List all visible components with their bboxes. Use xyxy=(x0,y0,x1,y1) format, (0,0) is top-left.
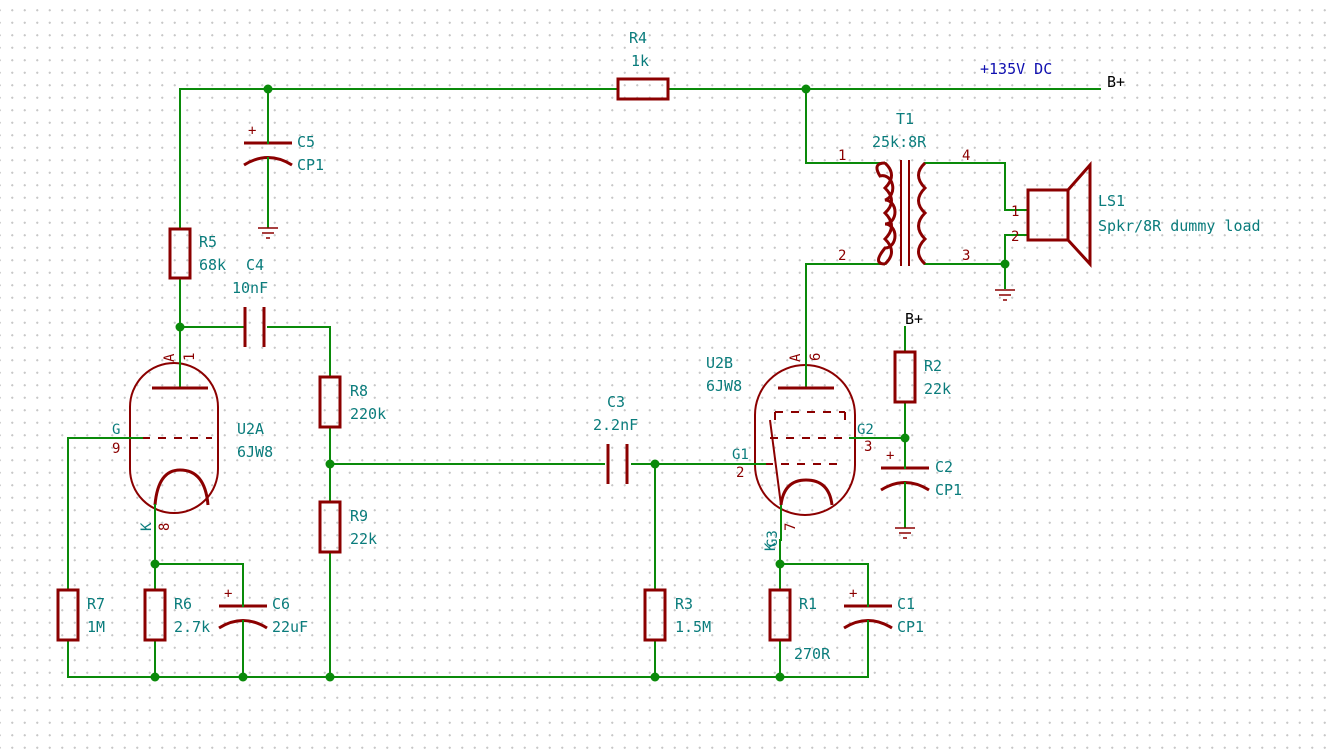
r4-ref: R4 xyxy=(629,29,647,47)
u2b-g1-name: G1 xyxy=(732,447,749,463)
ls1-pin2: 2 xyxy=(1011,229,1019,245)
t1-pin3: 3 xyxy=(962,248,970,264)
u2a-grid-num: 9 xyxy=(112,441,120,457)
r3-value: 1.5M xyxy=(675,618,711,636)
r8-ref: R8 xyxy=(350,382,368,400)
c5-polarity: + xyxy=(248,123,256,139)
resistor-r1: R1 270R xyxy=(768,588,831,663)
capacitor-c3: C3 2.2nF xyxy=(593,393,638,484)
c5-value: CP1 xyxy=(297,156,324,174)
net-label-bplus: B+ xyxy=(1107,73,1125,91)
resistor-r4: R4 1k xyxy=(616,29,670,101)
resistor-r6: R6 2.7k xyxy=(143,588,210,642)
t1-value: 25k:8R xyxy=(872,133,927,151)
t1-ref: T1 xyxy=(896,110,914,128)
r5-ref: R5 xyxy=(199,233,217,251)
c2-ref: C2 xyxy=(935,458,953,476)
r7-value: 1M xyxy=(87,618,105,636)
ground-symbol-c5 xyxy=(258,227,278,239)
u2a-ref: U2A xyxy=(237,420,264,438)
tube-u2a: A 1 G 9 K 8 U2A 6JW8 xyxy=(109,339,273,531)
u2b-g3-name: G3 xyxy=(765,530,781,547)
u2a-anode-name: A xyxy=(162,353,178,362)
supply-note: +135V DC xyxy=(980,60,1052,78)
transformer-t1: 1 2 3 4 T1 25k:8R xyxy=(838,110,1015,301)
c1-value: CP1 xyxy=(897,618,924,636)
r9-value: 22k xyxy=(350,530,377,548)
u2a-cathode-name: K xyxy=(139,522,155,531)
resistor-r3: R3 1.5M xyxy=(643,588,711,642)
t1-pin4: 4 xyxy=(962,148,970,164)
u2b-value: 6JW8 xyxy=(706,377,742,395)
r2-ref: R2 xyxy=(924,357,942,375)
capacitor-c5: + C5 CP1 xyxy=(243,123,324,239)
c3-ref: C3 xyxy=(607,393,625,411)
r7-ref: R7 xyxy=(87,595,105,613)
resistor-r4-body xyxy=(616,77,670,101)
ground-symbol-c2 xyxy=(895,527,915,539)
c1-polarity: + xyxy=(849,586,857,602)
r9-ref: R9 xyxy=(350,507,368,525)
c6-polarity: + xyxy=(224,586,232,602)
net-label-bplus-r2: B+ xyxy=(905,310,923,328)
u2b-g2-name: G2 xyxy=(857,422,874,438)
r4-value: 1k xyxy=(631,52,649,70)
ls1-pin1: 1 xyxy=(1011,204,1019,220)
c3-value: 2.2nF xyxy=(593,416,638,434)
r6-value: 2.7k xyxy=(174,618,210,636)
c6-value: 22uF xyxy=(272,618,308,636)
c6-ref: C6 xyxy=(272,595,290,613)
u2b-k-num: 7 xyxy=(783,523,799,531)
resistor-r2: R2 22k xyxy=(893,350,951,404)
ground-symbol-t1 xyxy=(995,289,1015,301)
speaker-ls1: 1 2 LS1 Spkr/8R dummy load xyxy=(1011,161,1261,268)
r1-value: 270R xyxy=(794,645,831,663)
r2-value: 22k xyxy=(924,380,951,398)
c2-value: CP1 xyxy=(935,481,962,499)
capacitor-c4: C4 10nF xyxy=(232,256,268,347)
u2b-k-name: K xyxy=(763,542,779,551)
t1-pin1: 1 xyxy=(838,148,846,164)
capacitor-c6: + C6 22uF xyxy=(218,586,308,641)
r5-value: 68k xyxy=(199,256,226,274)
r3-ref: R3 xyxy=(675,595,693,613)
resistor-r9: R9 22k xyxy=(318,500,377,554)
ls1-value: Spkr/8R dummy load xyxy=(1098,217,1261,235)
speaker-ls1-magnet xyxy=(1026,188,1070,242)
u2b-anode-num: 6 xyxy=(808,353,824,361)
c1-ref: C1 xyxy=(897,595,915,613)
r6-ref: R6 xyxy=(174,595,192,613)
capacitor-c2: + C2 CP1 xyxy=(880,448,962,539)
u2a-value: 6JW8 xyxy=(237,443,273,461)
junction-dots xyxy=(150,84,1010,682)
u2b-g2-num: 3 xyxy=(864,439,872,455)
c4-ref: C4 xyxy=(246,256,264,274)
r1-ref: R1 xyxy=(799,595,817,613)
u2b-g1-num: 2 xyxy=(736,465,744,481)
u2b-ref: U2B xyxy=(706,354,733,372)
resistor-r7: R7 1M xyxy=(56,588,105,642)
u2a-grid-name: G xyxy=(112,422,120,438)
r8-value: 220k xyxy=(350,405,386,423)
t1-pin2: 2 xyxy=(838,248,846,264)
capacitor-c1: + C1 CP1 xyxy=(843,586,924,641)
u2b-anode-name: A xyxy=(788,353,804,362)
resistor-r8: R8 220k xyxy=(318,375,386,429)
c4-value: 10nF xyxy=(232,279,268,297)
c2-polarity: + xyxy=(886,448,894,464)
tube-u2b: A 6 G1 2 G2 3 K G3 7 U2B 6JW8 xyxy=(706,342,881,551)
u2a-anode-num: 1 xyxy=(182,353,198,361)
resistor-r5: R5 68k xyxy=(168,227,226,280)
c5-ref: C5 xyxy=(297,133,315,151)
ls1-ref: LS1 xyxy=(1098,192,1125,210)
u2a-cathode-num: 8 xyxy=(157,523,173,531)
